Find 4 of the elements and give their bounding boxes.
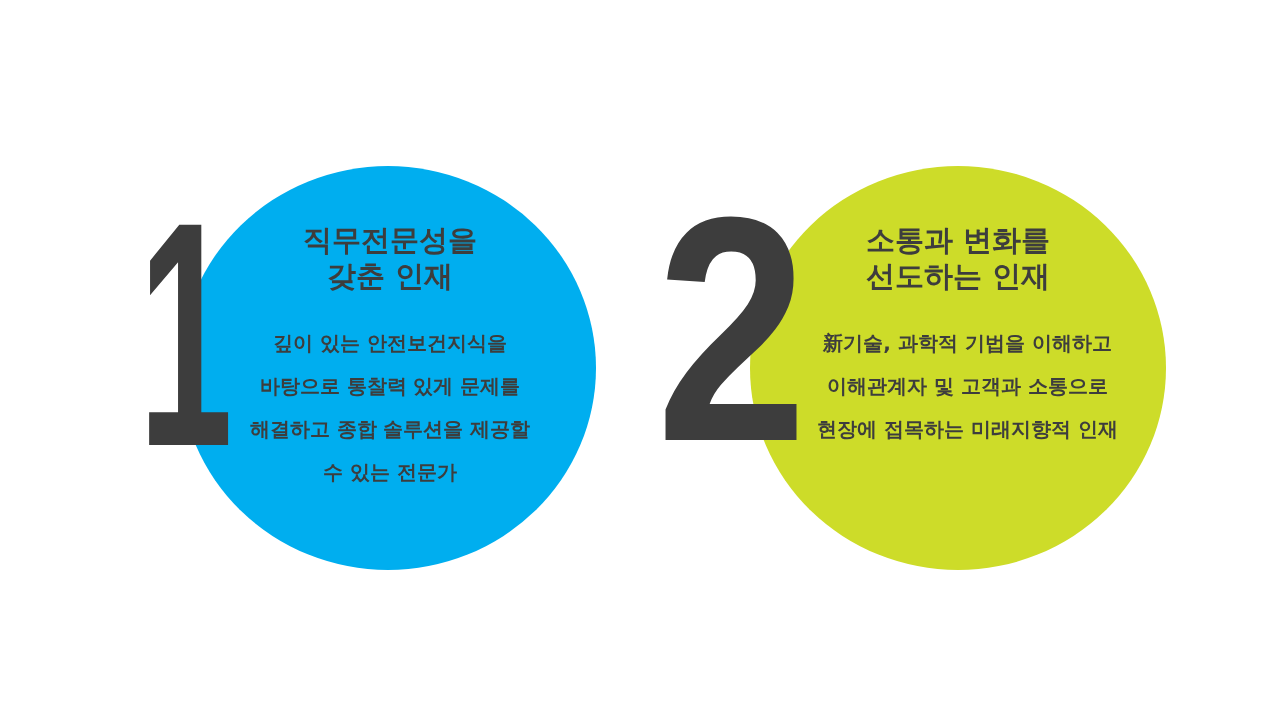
card-heading: 직무전문성을 갖춘 인재 [302, 222, 478, 294]
card-heading: 소통과 변화를 선도하는 인재 [864, 222, 1052, 294]
card-description: 깊이 있는 안전보건지식을 바탕으로 통찰력 있게 문제를 해결하고 종합 솔루션을 제공할 수 있는 전문가 [248, 330, 532, 486]
card-description: 新기술, 과학적 기법을 이해하고 이해관계자 및 고객과 소통으로 현장에 접목하는 미래지향적 인재 [816, 330, 1119, 443]
